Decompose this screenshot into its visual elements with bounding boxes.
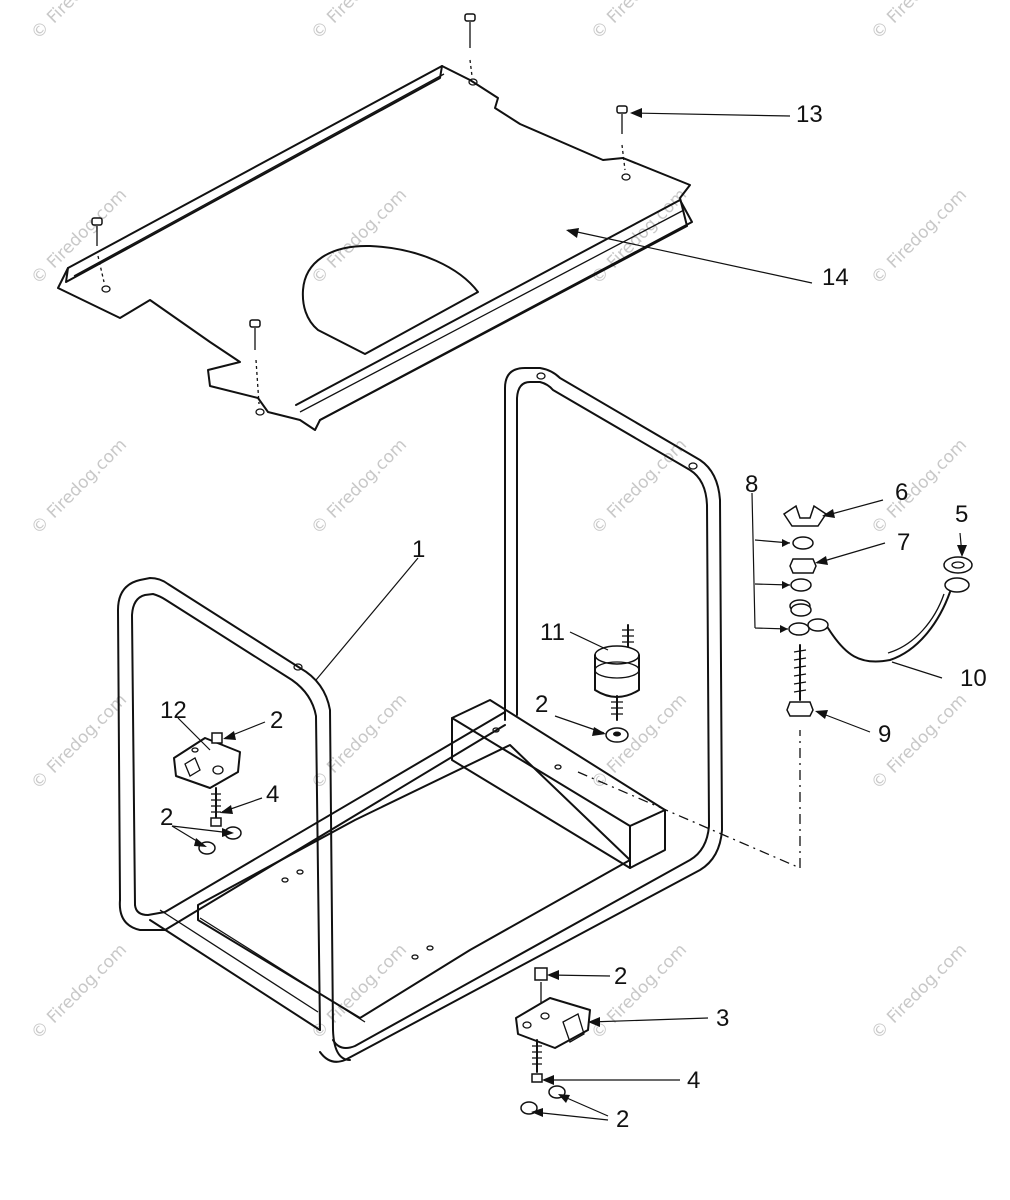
watermark-layer: © Firedog.com © Firedog.com © Firedog.co… [27, 0, 971, 1044]
flange-nut-icon [605, 727, 629, 743]
wing-nut-icon [782, 504, 828, 527]
watermark: © Firedog.com [27, 435, 131, 539]
callout-13: 13 [796, 101, 823, 128]
hex-nut-icon [789, 558, 817, 574]
leader-lines [171, 108, 967, 1121]
cover-plate [57, 65, 693, 431]
callout-5: 5 [955, 501, 968, 528]
callout-2: 2 [160, 804, 173, 831]
callout-11: 11 [540, 619, 565, 646]
washer-icon [792, 536, 814, 550]
screw-icon [464, 13, 476, 77]
callout-10: 10 [960, 665, 987, 692]
callout-7: 7 [897, 529, 910, 556]
screw-icon [616, 105, 628, 171]
watermark: © Firedog.com [587, 940, 691, 1044]
callout-4: 4 [266, 781, 279, 808]
washer-icon [788, 622, 810, 636]
watermark: © Firedog.com [587, 690, 691, 794]
watermark: © Firedog.com [307, 690, 411, 794]
callout-2: 2 [535, 691, 548, 718]
ground-hardware [751, 492, 973, 717]
callout-9: 9 [878, 721, 891, 748]
watermark: © Firedog.com [307, 435, 411, 539]
callout-4: 4 [687, 1067, 700, 1094]
watermark: © Firedog.com [867, 940, 971, 1044]
watermark: © Firedog.com [587, 185, 691, 289]
ground-cable-icon [790, 577, 970, 663]
watermark: © Firedog.com [307, 185, 411, 289]
callout-1: 1 [412, 536, 425, 563]
watermark: © Firedog.com [307, 940, 411, 1044]
callout-labels: 13 14 1 8 6 5 7 11 10 12 2 2 9 4 2 2 3 4… [160, 101, 987, 1133]
base-plate [197, 744, 631, 1023]
ground-bolt-icon [786, 644, 814, 717]
vibration-mount [594, 624, 640, 721]
callout-8: 8 [745, 471, 758, 498]
watermark: © Firedog.com [27, 690, 131, 794]
callout-3: 3 [716, 1005, 729, 1032]
callout-2: 2 [270, 707, 283, 734]
callout-12: 12 [160, 697, 187, 724]
screw-icon [91, 217, 105, 283]
watermark: © Firedog.com [867, 0, 971, 44]
lock-washer-icon [943, 556, 973, 574]
watermark: © Firedog.com [307, 0, 411, 44]
right-foot-mount [515, 967, 591, 1115]
left-foot-mount [173, 732, 242, 855]
washer-icon [790, 578, 812, 592]
callout-14: 14 [822, 264, 849, 291]
callout-2: 2 [616, 1106, 629, 1133]
tubular-frame [117, 367, 723, 1063]
watermark: © Firedog.com [587, 435, 691, 539]
screw-set [91, 13, 628, 405]
callout-2: 2 [614, 963, 627, 990]
screw-icon [249, 319, 261, 405]
callout-6: 6 [895, 479, 908, 506]
watermark: © Firedog.com [27, 0, 131, 44]
watermark: © Firedog.com [587, 0, 691, 44]
ground-centerline [577, 771, 801, 869]
watermark: © Firedog.com [27, 940, 131, 1044]
watermark: © Firedog.com [867, 185, 971, 289]
mount-bracket [451, 699, 666, 869]
